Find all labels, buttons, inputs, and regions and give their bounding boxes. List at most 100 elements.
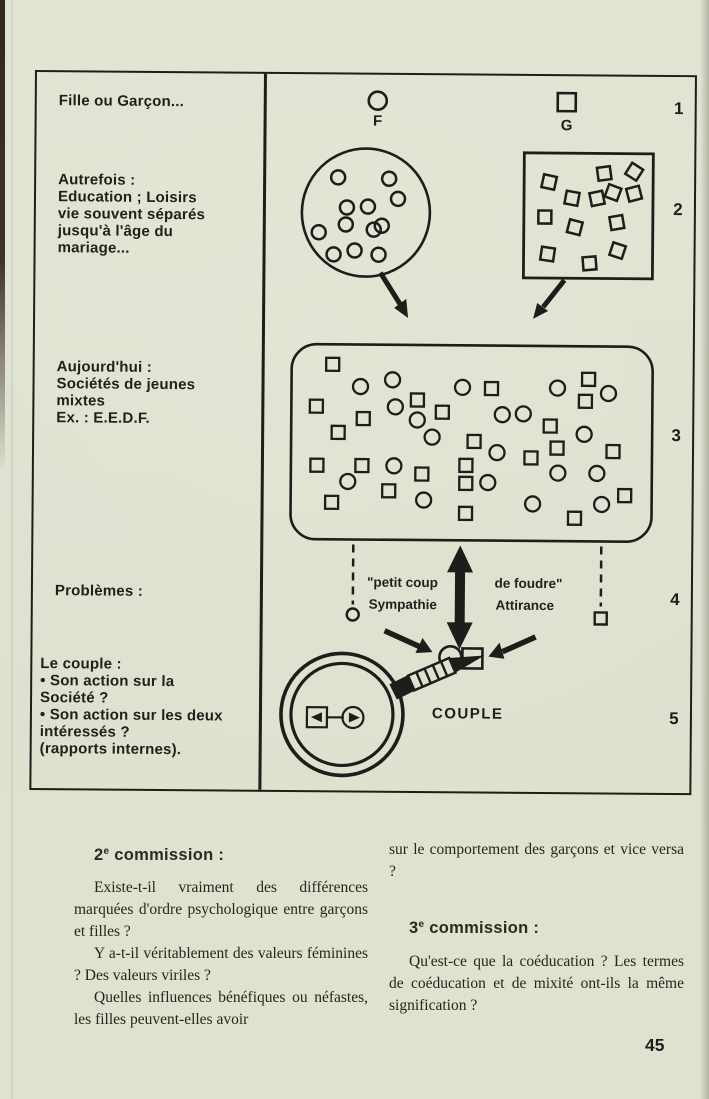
boy-dot [539,172,559,192]
mixed-girl-dot [351,377,370,396]
label-attirance: Attirance [495,597,555,614]
mixed-boy-dot [414,466,430,482]
boy-dot [565,217,585,237]
dashed-line-girl [345,544,360,622]
dashed-line-boy [593,546,608,626]
boy-dot [587,189,607,208]
mixed-girl-dot [599,384,618,403]
row-number-2: 2 [673,200,683,220]
boys-group-square [521,151,655,281]
girl-dot [338,199,356,216]
row-number-4: 4 [670,590,680,610]
girl-dot [389,190,407,208]
boy-symbol-label: G [560,117,573,135]
mixed-boy-dot [409,392,426,408]
mixed-girl-dot [523,495,542,513]
boy-dot [538,245,557,263]
mixed-girl-dot [453,378,472,397]
girl-dot [346,242,363,259]
page-crease [10,0,14,1099]
diagram-svg [279,90,655,778]
mixed-boy-dot [354,457,370,474]
commission2-continuation: sur le comportement des garçons et vice … [389,841,684,880]
couple-label: COUPLE [431,705,504,723]
internal-relation-symbol [305,705,365,730]
mixed-girl-dot [592,495,611,514]
arrow-girls-to-mixed [378,271,409,318]
mixed-girl-dot [423,428,441,446]
boy-dot [624,184,644,204]
mixed-girl-dot [548,379,567,397]
diagram-panel: Fille ou Garçon... Autrefois : Education… [29,70,697,796]
commission2-paragraph-1: Existe-t-il vraiment des différences mar… [74,879,368,940]
boy-dot [537,209,553,225]
label-sympathie: Sympathie [368,596,438,613]
girl-dot [370,246,387,263]
girl-dot [359,198,377,215]
mixed-boy-dot [549,440,565,456]
girl-dot [310,223,327,241]
mixed-boy-dot [355,410,371,427]
mixed-boy-dot [566,510,583,526]
girl-dot [373,217,391,234]
label-problemes: Problèmes : [54,582,144,600]
mixed-girl-dot [414,491,433,509]
boy-dot [607,213,626,232]
boys-group-members [537,161,645,272]
mixed-girl-dot [514,405,532,423]
girl-symbol-circle [367,90,389,111]
magnifier-inner-ring [289,661,395,768]
mixed-girl-dot [408,411,426,429]
girl-symbol-label: F [372,112,383,130]
mixed-boy-dot [434,404,451,420]
commission2-column: 2e commission : Existe-t-il vraiment des… [74,841,368,1031]
mixed-girl-dot [383,371,402,389]
mixed-boy-dot [323,494,340,511]
mixed-boy-dot [309,457,325,473]
row-number-5: 5 [669,709,679,729]
mixed-boy-dot [542,418,558,434]
mixed-boy-dot [466,433,482,450]
page-number: 45 [645,1035,665,1055]
mixed-boy-dot [330,424,346,441]
mixed-boy-dot [457,505,474,522]
mixed-girl-dot [575,425,593,443]
mixed-girl-dot [588,464,606,483]
mixed-boy-dot [308,398,325,414]
mixed-boy-dot [605,443,621,460]
magnifier-handle [389,655,485,700]
girl-dot [325,246,342,263]
boy-symbol-square [556,91,578,113]
mixed-boy-dot [380,483,397,499]
boy-dot [595,164,613,183]
converge-arrow-right [488,634,537,659]
girl-dot [380,170,398,188]
girl-dot [337,216,355,233]
quote-petit-coup: "petit coup [366,574,438,591]
mixed-boy-dot [324,356,341,373]
page-edge-shade [700,0,709,1099]
boy-dot [623,161,645,183]
mixed-girl-dot [488,443,506,462]
mixed-girl-dot [549,464,567,482]
mixed-society-zone [289,342,654,543]
label-aujourdhui: Aujourd'hui : Sociétés de jeunes mixtes … [56,358,196,427]
boy-dot [562,189,582,208]
commission3-heading: 3e commission : [409,919,540,937]
commission3-column: sur le comportement des garçons et vice … [389,839,684,1017]
girl-dot [365,221,383,238]
girls-group-members [310,169,407,263]
mixed-girl-dot [339,472,357,491]
mixed-girl-dot [479,473,497,492]
mixed-boy-dot [483,380,500,397]
mixed-boy-dot [458,457,474,474]
magnifier-outer-ring [279,651,405,778]
label-autrefois: Autrefois : Education ; Loisirs vie souv… [57,171,206,257]
mixed-girl-dot [386,398,405,416]
boy-dot [607,240,628,261]
row-number-1: 1 [673,99,684,119]
boy-dot [581,255,598,272]
commission3-paragraph-1: Qu'est-ce que la coéducation ? Les terme… [389,953,684,1014]
mixed-boy-dot [577,393,594,410]
